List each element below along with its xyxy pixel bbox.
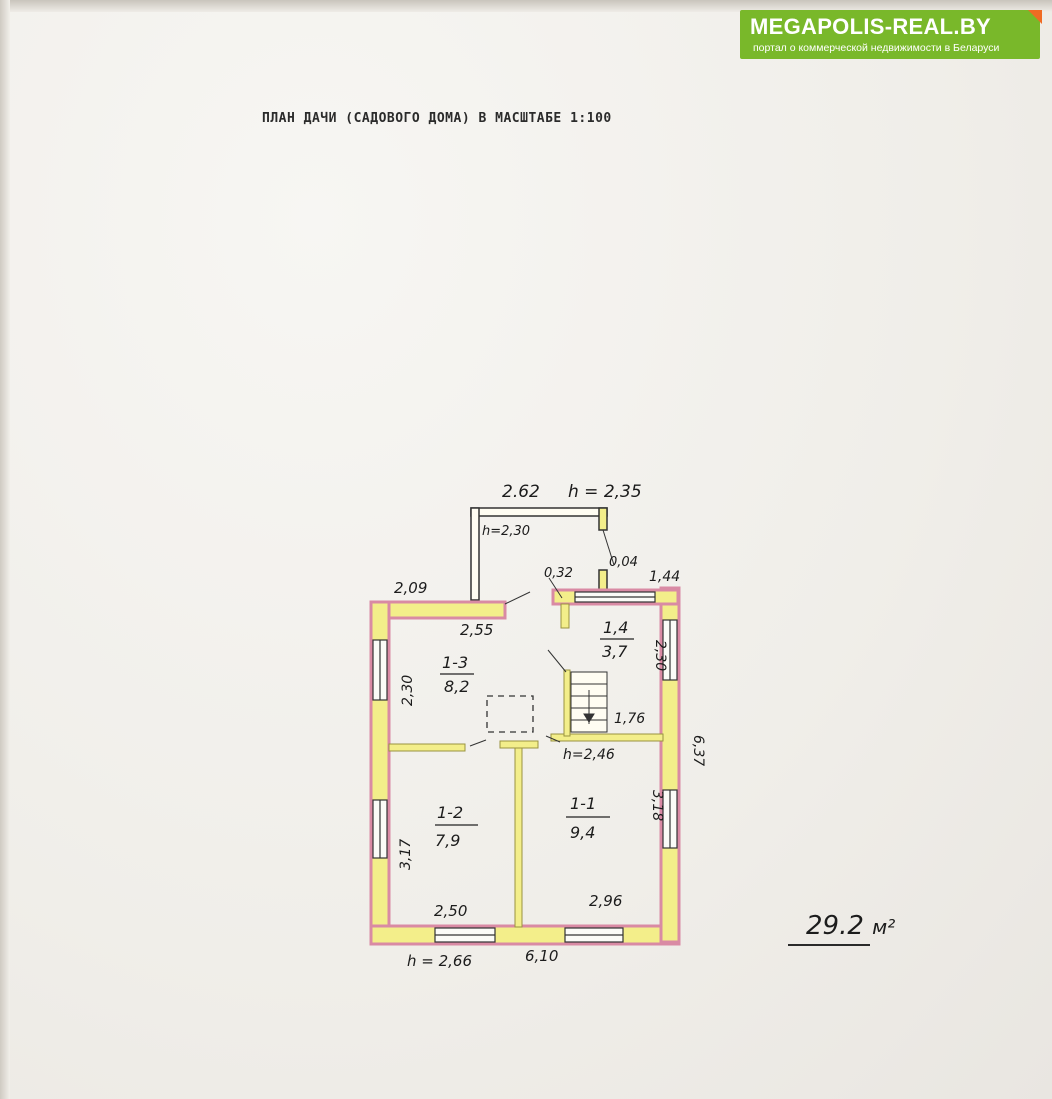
outer-walls — [369, 586, 681, 946]
total-area-unit: м² — [872, 915, 896, 939]
stair — [547, 649, 608, 733]
room-1-3-id: 1-3 — [442, 653, 468, 672]
brand-corner-mark — [1028, 10, 1042, 24]
dim-bottom-total: 6,10 — [525, 947, 558, 965]
brand-banner[interactable]: MEGAPOLIS-REAL.BY портал о коммерческой … — [740, 10, 1042, 59]
page-title: ПЛАН ДАЧИ (САДОВОГО ДОМА) В МАСШТАБЕ 1:1… — [262, 111, 612, 126]
brand-tagline: портал о коммерческой недвижимости в Бел… — [753, 42, 1000, 54]
dim-bottom-height: h = 2,66 — [407, 952, 472, 970]
attic-hatch — [486, 695, 534, 733]
room-1-4-id: 1,4 — [603, 618, 628, 637]
room-1-3-area: 8,2 — [444, 677, 469, 696]
dimension-labels: 2.62 h = 2,35 h=2,30 0,04 0,32 1,44 2,09… — [394, 482, 706, 970]
dim-room11-height: 3,18 — [649, 790, 665, 821]
windows — [372, 591, 678, 943]
total-area-value: 29.2 — [806, 911, 864, 941]
dim-offset: 0,32 — [544, 566, 573, 581]
dim-inner-height: h=2,46 — [563, 747, 615, 763]
interior-walls — [388, 603, 664, 928]
total-area-underline — [788, 944, 870, 946]
room-1-2-area: 7,9 — [435, 831, 460, 850]
room-labels: 1-3 8,2 1,4 3,7 1-2 7,9 1-1 9,4 — [435, 618, 634, 850]
room-1-4-area: 3,7 — [602, 642, 628, 661]
dim-room13-width: 2,55 — [460, 621, 493, 639]
dim-porch-inner-height: h=2,30 — [482, 524, 530, 539]
dim-bottom-right: 2,96 — [589, 892, 622, 910]
total-area: 29.2 м² — [806, 911, 895, 941]
room-1-2-id: 1-2 — [437, 803, 463, 822]
dim-porch-width: 2.62 — [502, 482, 540, 502]
dim-top-right: 1,44 — [649, 569, 680, 585]
paper-left-edge — [0, 0, 10, 1099]
dim-porch-depth: 0,04 — [609, 555, 638, 570]
dim-right-total: 6,37 — [690, 735, 706, 766]
dim-room13-height: 2,30 — [400, 675, 416, 706]
room-1-1-area: 9,4 — [570, 823, 595, 842]
dim-porch-height: h = 2,35 — [568, 482, 642, 502]
dim-stair-width: 1,76 — [614, 711, 645, 727]
leader-lines — [469, 529, 615, 747]
paper-top-edge — [0, 0, 1052, 12]
brand-name: MEGAPOLIS-REAL.BY — [750, 14, 991, 39]
porch-outline — [470, 507, 608, 601]
dim-room14-height: 2,30 — [652, 640, 668, 671]
dim-room12-height: 3,17 — [398, 839, 414, 870]
room-1-1-id: 1-1 — [570, 794, 596, 813]
dim-top-left: 2,09 — [394, 579, 427, 597]
dim-bottom-left: 2,50 — [434, 902, 467, 920]
